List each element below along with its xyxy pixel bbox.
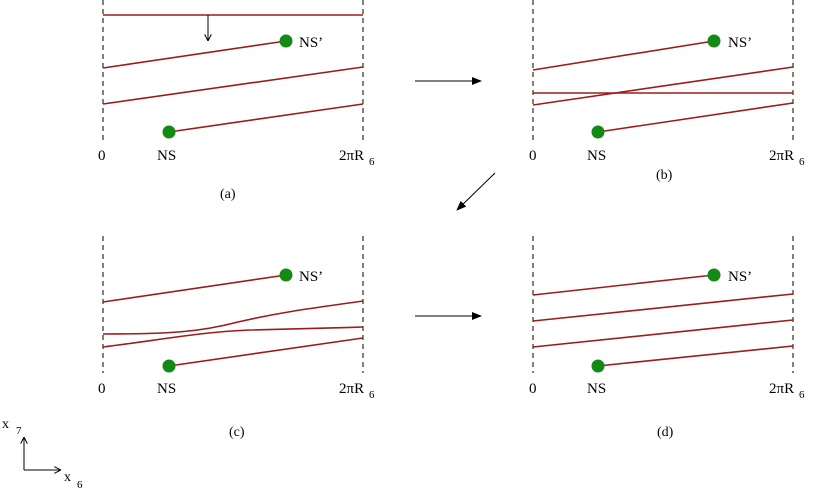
left-boundary-label: 0	[98, 148, 106, 164]
panel-b: NS’ NS 0 2πR 6 (b)	[529, 0, 805, 183]
right-boundary-subscript: 6	[369, 389, 375, 401]
x6-axis-subscript: 6	[77, 479, 83, 491]
brane-bottom	[597, 345, 794, 367]
nsprime-dot	[279, 268, 293, 282]
brane-top	[102, 274, 287, 303]
brane-top	[102, 40, 287, 69]
ns-dot	[162, 359, 176, 373]
ns-label: NS	[157, 148, 176, 164]
brane-middle	[532, 66, 794, 106]
brane-bottom	[168, 103, 364, 133]
panel-c: NS’ NS 0 2πR 6 (c)	[98, 236, 375, 440]
nsprime-label: NS’	[728, 269, 752, 285]
x7-axis-label: x	[2, 417, 9, 432]
axes-indicator: x 7 x 6	[2, 417, 83, 491]
brane-second	[532, 293, 794, 322]
right-boundary-label: 2πR	[769, 148, 794, 164]
brane-top	[532, 274, 715, 296]
nsprime-dot	[707, 34, 721, 48]
ns-dot	[162, 125, 176, 139]
panel-caption: (a)	[220, 187, 236, 202]
brane-top	[532, 40, 715, 71]
ns-label: NS	[157, 381, 176, 397]
brane-middle	[102, 66, 364, 105]
left-boundary-label: 0	[529, 148, 537, 164]
ns-label: NS	[587, 381, 606, 397]
left-boundary-label: 0	[529, 381, 537, 397]
nsprime-dot	[279, 34, 293, 48]
brane-bottom	[597, 102, 794, 133]
brane-third	[532, 319, 794, 348]
right-boundary-subscript: 6	[799, 156, 805, 168]
ns-dot	[591, 359, 605, 373]
arrow-b-to-c	[456, 172, 496, 211]
brane-curved-upper	[102, 300, 364, 335]
right-boundary-subscript: 6	[799, 389, 805, 401]
right-boundary-label: 2πR	[769, 381, 794, 397]
brane-bottom	[168, 337, 364, 367]
right-boundary-label: 2πR	[339, 381, 364, 397]
x6-axis-label: x	[64, 470, 71, 485]
ns-dot	[591, 125, 605, 139]
ns-label: NS	[587, 148, 606, 164]
nsprime-label: NS’	[728, 35, 752, 51]
panel-caption: (c)	[229, 425, 245, 440]
right-boundary-label: 2πR	[339, 148, 364, 164]
x7-axis-subscript: 7	[16, 425, 22, 437]
right-boundary-subscript: 6	[369, 156, 375, 168]
nsprime-label: NS’	[299, 35, 323, 51]
brane-curved-lower	[102, 326, 364, 348]
panel-caption: (d)	[657, 425, 674, 440]
nsprime-dot	[707, 268, 721, 282]
panel-a: NS’ NS 0 2πR 6 (a)	[98, 0, 375, 202]
panel-d: NS’ NS 0 2πR 6 (d)	[529, 236, 805, 440]
left-boundary-label: 0	[98, 381, 106, 397]
nsprime-label: NS’	[299, 269, 323, 285]
panel-caption: (b)	[656, 168, 673, 183]
